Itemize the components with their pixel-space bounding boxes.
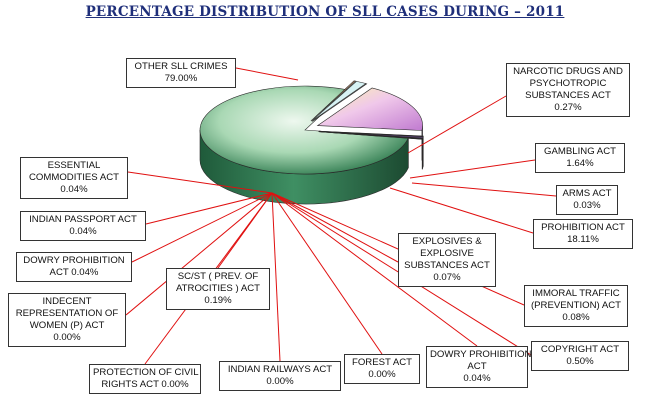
leader-line-essential (127, 171, 273, 194)
label-text: IMMORAL TRAFFIC (532, 288, 620, 299)
label-text: ESSENTIAL (47, 160, 101, 171)
label-value: 0.04% (60, 184, 88, 195)
label-value: 1.64% (566, 158, 594, 169)
pie-slices (199, 80, 424, 205)
leader-line-gambling (409, 159, 536, 179)
label-value: 79.00% (164, 73, 198, 84)
label-text: NARCOTIC DRUGS AND (513, 66, 623, 77)
label-text: FOREST ACT (351, 357, 413, 368)
leader-line-prohibition (389, 187, 534, 234)
label-value: 0.07% (433, 272, 461, 283)
label-text: OTHER SLL CRIMES (134, 61, 228, 72)
label-text: DOWRY PROHIBITION (430, 349, 532, 360)
label-value: 0.00% (368, 369, 396, 380)
pie-tops (199, 80, 424, 175)
pie-slice-other (199, 85, 409, 175)
pie-slice-arms (312, 83, 368, 122)
label-text: COMMODITIES ACT (28, 172, 120, 183)
leader-line-explosives (271, 192, 399, 263)
label-value: 18.11% (567, 234, 599, 245)
label-text: PSYCHOTROPIC (529, 78, 607, 89)
leader-line-scst (217, 192, 273, 269)
leader-line-indecent (125, 192, 273, 316)
label-text: GAMBLING ACT (544, 146, 616, 157)
label-value: 0.03% (573, 200, 601, 211)
leader-line-railways (271, 192, 281, 362)
pie-slice-gambling (311, 81, 367, 122)
leader-line-passport (145, 192, 273, 225)
pie-slice-narcotic (310, 80, 357, 122)
label-value: 0.27% (554, 102, 582, 113)
leader-line-dowry1 (131, 192, 273, 263)
label-text: EXPLOSIVES & (412, 236, 482, 247)
label-text: ARMS ACT (562, 188, 612, 199)
label-value: 0.08% (562, 312, 590, 323)
leader-line-other (235, 67, 299, 81)
leader-line-narcotic (407, 95, 507, 154)
label-value: 0.19% (204, 295, 232, 306)
label-text: INDIAN PASSPORT ACT (29, 214, 137, 225)
label-text: ATROCITIES ) ACT (175, 283, 261, 294)
label-value: 0.00% (161, 379, 189, 390)
label-text: ACT 0.04% (49, 267, 99, 278)
label-text: PROHIBITION ACT (541, 222, 625, 233)
label-text: DOWRY PROHIBITION (23, 255, 125, 266)
leader-line-forest (271, 192, 383, 355)
label-text: ACT (467, 361, 487, 372)
label-text: REPRESENTATION OF (15, 308, 119, 319)
label-value: 0.00% (266, 376, 294, 387)
label-text: EXPLOSIVE (420, 248, 474, 259)
label-value: 0.50% (566, 356, 594, 367)
label-text: INDIAN RAILWAYS ACT (227, 364, 333, 375)
label-text: (PREVENTION) ACT (530, 300, 622, 311)
label-value: 0.04% (71, 267, 99, 278)
label-text: WOMEN (P) ACT (29, 320, 105, 331)
label-value: 0.00% (53, 332, 81, 343)
pie-slice-essential (318, 131, 423, 140)
label-value: 0.04% (69, 226, 97, 237)
chart-title: PERCENTAGE DISTRIBUTION OF SLL CASES DUR… (85, 4, 565, 20)
label-text: PROTECTION OF CIVIL (93, 367, 199, 378)
label-text: INDECENT (42, 296, 92, 307)
leader-line-dowry2 (271, 192, 478, 347)
label-value: 0.04% (463, 373, 491, 384)
pie-slice-prohibition (316, 87, 423, 131)
label-text: SC/ST ( PREV. OF (177, 271, 259, 282)
label-text: COPYRIGHT ACT (540, 344, 620, 355)
label-text: SUBSTANCES ACT (525, 90, 611, 101)
label-text: RIGHTS ACT 0.00% (101, 379, 189, 390)
leader-line-arms (411, 182, 557, 197)
label-text: SUBSTANCES ACT (404, 260, 490, 271)
